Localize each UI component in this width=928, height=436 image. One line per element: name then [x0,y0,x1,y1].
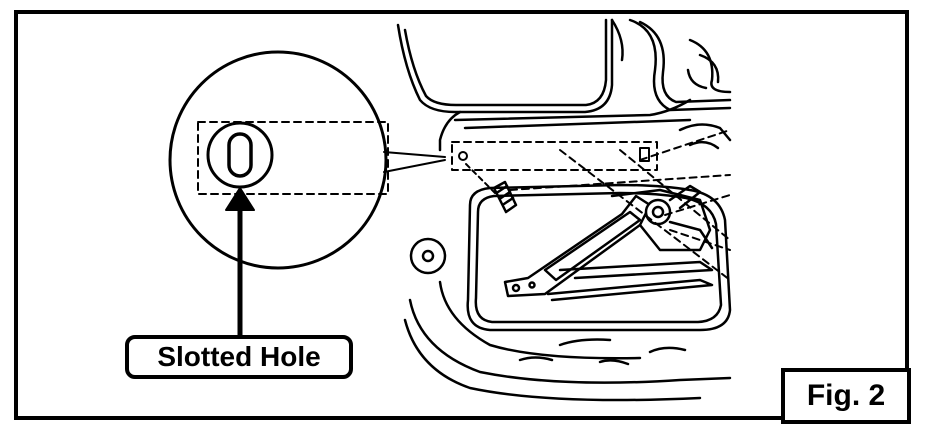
magnified-detail [168,50,389,270]
window-regulator [503,184,714,302]
magnifier-leader-lines [383,151,446,173]
figure-label: Fig. 2 [781,368,911,424]
door-round-hole [409,237,447,275]
guide-lines [509,129,731,281]
slotted-hole-label: Slotted Hole [125,335,353,379]
slotted-hole-arrow [225,187,255,338]
door-window-frame [396,18,692,152]
door-inner-panel [466,183,732,332]
mounting-rail [451,141,658,171]
door-contours [628,18,732,150]
door-lower-curves [403,280,732,402]
